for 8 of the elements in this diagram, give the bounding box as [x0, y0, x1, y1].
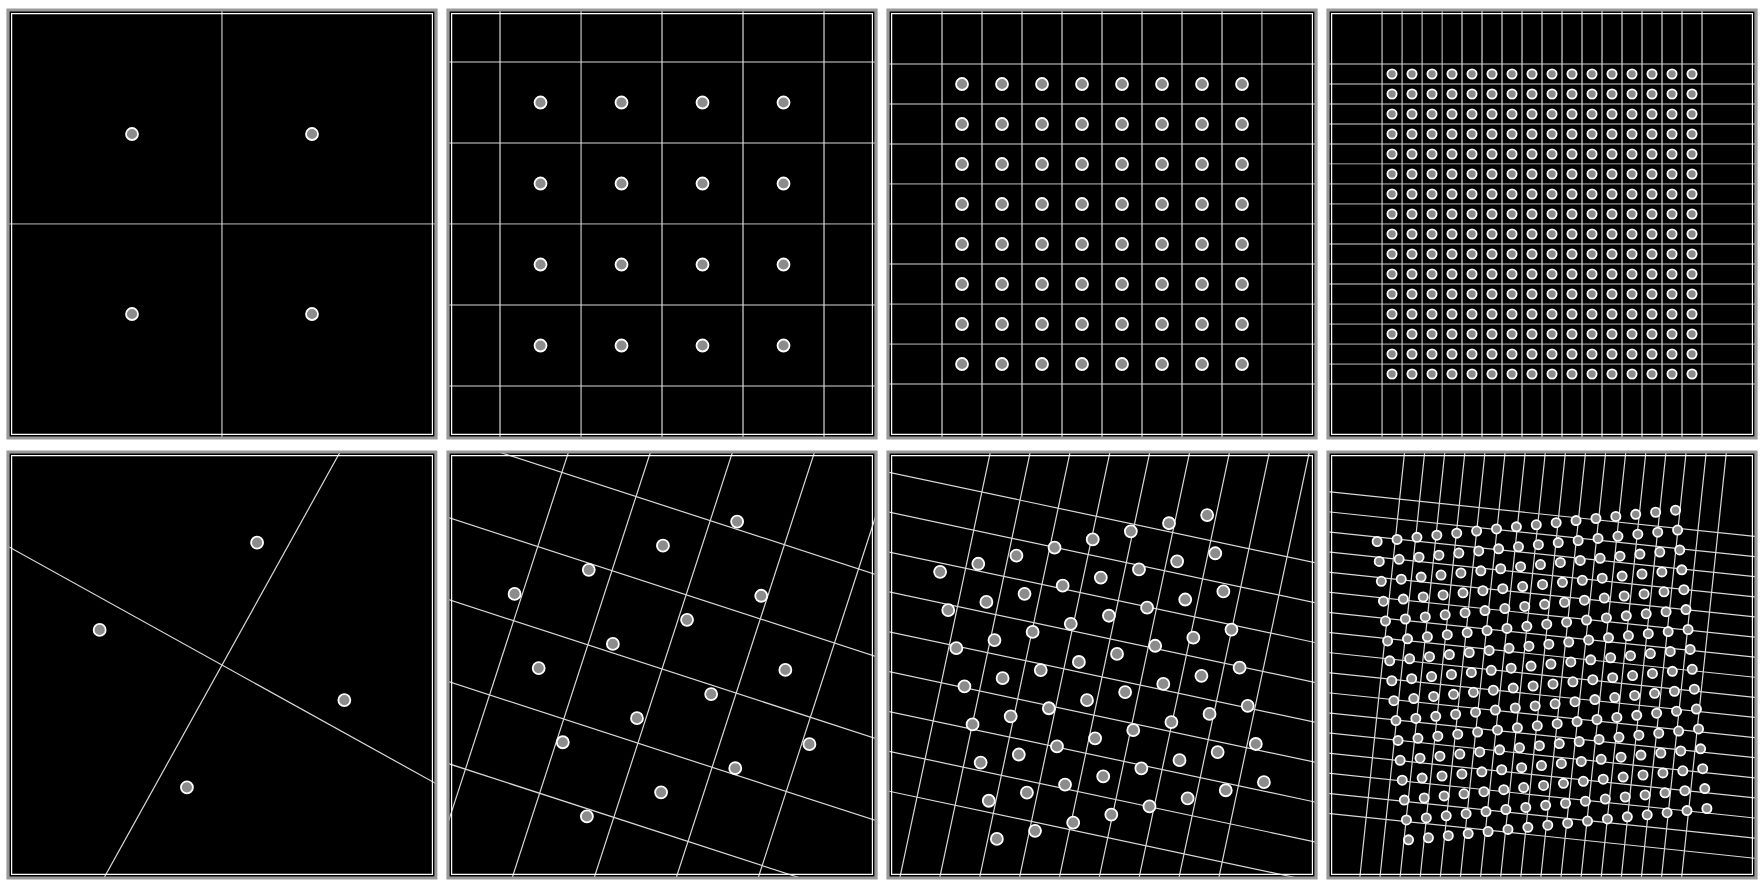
picture: [886, 8, 1318, 440]
picture: [886, 450, 1318, 880]
picture: [1326, 8, 1758, 440]
picture: [6, 450, 438, 880]
picture: [446, 8, 878, 440]
picture: [6, 8, 438, 440]
picture: [446, 450, 878, 880]
picture: [1326, 450, 1758, 880]
